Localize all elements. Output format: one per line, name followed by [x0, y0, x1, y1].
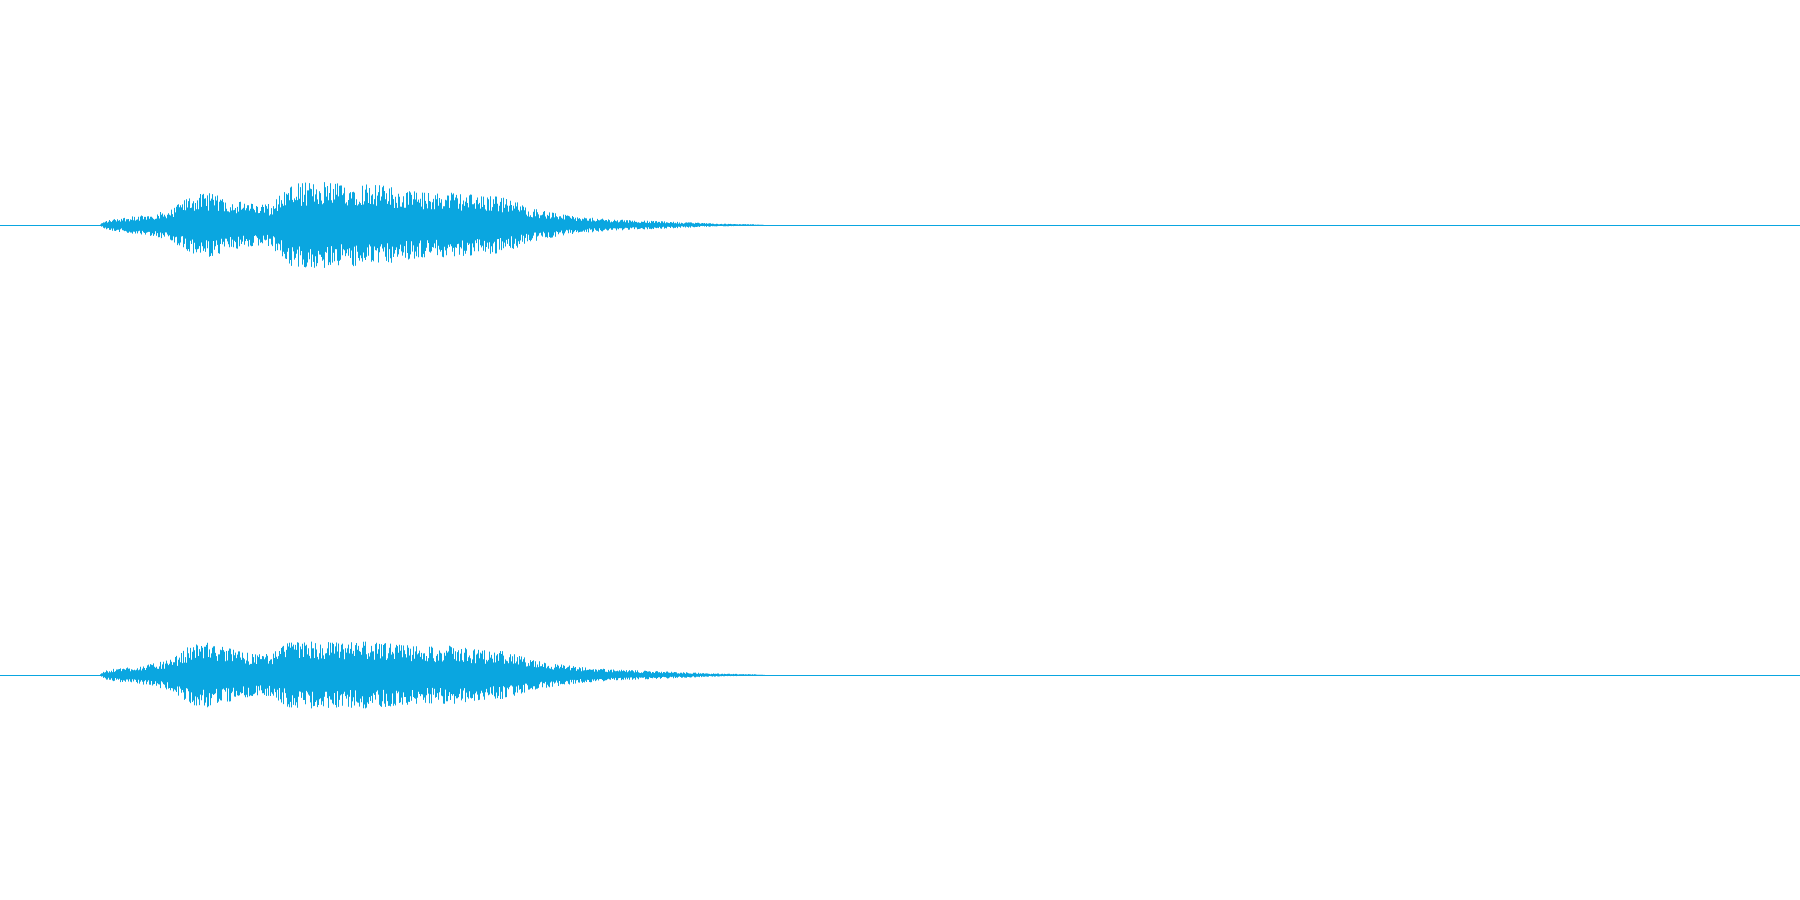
waveform-path — [100, 641, 765, 709]
waveform-path — [100, 182, 764, 268]
channel-waveform-right — [100, 641, 765, 709]
waveform-channel-left — [0, 182, 1800, 268]
waveform-channel-right — [0, 641, 1800, 709]
channel-waveform-left — [100, 182, 764, 268]
